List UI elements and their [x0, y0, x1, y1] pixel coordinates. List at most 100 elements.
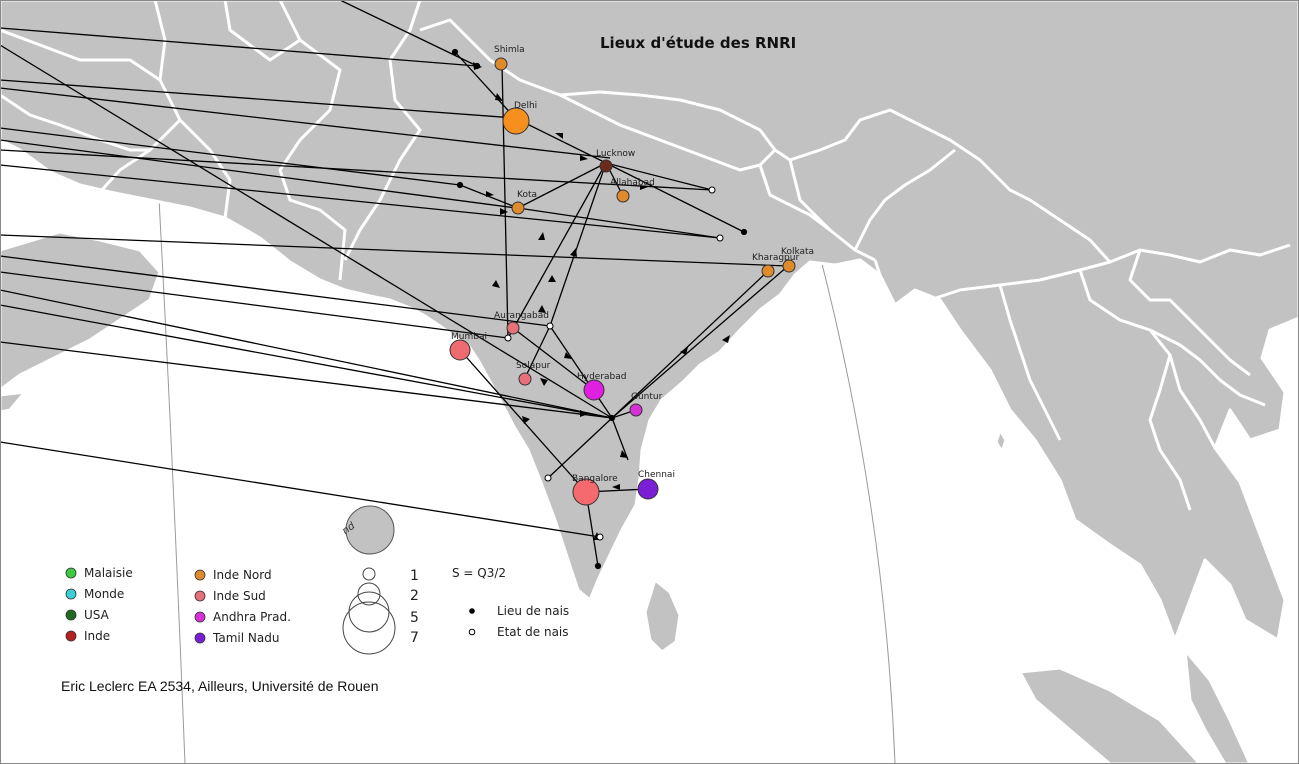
city-label: Shimla	[494, 45, 525, 55]
legend-swatch	[65, 630, 77, 642]
city-label: Kolkata	[781, 247, 814, 257]
city-marker	[511, 201, 525, 215]
city-lucknow[interactable]: Lucknow	[596, 149, 635, 173]
city-aurangabad[interactable]: Aurangabad	[494, 311, 549, 335]
city-solapur[interactable]: Solapur	[516, 361, 551, 386]
city-marker	[637, 478, 659, 500]
legend-label: Malaisie	[84, 566, 133, 580]
city-chennai[interactable]: Chennai	[637, 470, 675, 500]
birthstate-dot	[546, 322, 554, 330]
city-marker	[506, 321, 520, 335]
legend-formula: S = Q3/2	[452, 566, 506, 580]
legend-size-label: 5	[410, 610, 419, 626]
city-allahabad[interactable]: Allahabad	[610, 178, 655, 203]
map-credit: Eric Leclerc EA 2534, Ailleurs, Universi…	[61, 678, 379, 694]
city-label: Bangalore	[572, 474, 618, 484]
legend-label: Monde	[84, 587, 124, 601]
legend-label: Andhra Prad.	[213, 610, 291, 624]
city-marker	[616, 189, 630, 203]
land-andaman	[994, 428, 1008, 454]
birthplace-dot	[594, 562, 602, 570]
legend-birthplace-dot	[469, 608, 475, 614]
birthplace-dot	[456, 181, 464, 189]
legend-size-circle-7	[342, 601, 396, 655]
city-marker	[494, 57, 508, 71]
legend-size-label: 7	[410, 630, 419, 646]
legend-label: Inde	[84, 629, 110, 643]
legend-label: USA	[84, 608, 110, 622]
legend-swatch	[194, 590, 206, 602]
city-label: Kharagpur	[752, 253, 799, 263]
legend-item-malaisie: Malaisie	[65, 566, 133, 580]
map-title: Lieux d'étude des RNRI	[600, 34, 796, 52]
city-label: Lucknow	[596, 149, 635, 159]
legend-birthstate-dot	[468, 628, 476, 636]
legend-points: S = Q3/2 Lieu de nais Etat de nais	[452, 566, 569, 639]
legend-swatch	[65, 588, 77, 600]
city-marker	[518, 372, 532, 386]
legend-item-monde: Monde	[65, 587, 124, 601]
city-bangalore[interactable]: Bangalore	[572, 474, 618, 506]
birthstate-dot	[708, 186, 716, 194]
legend-swatch	[65, 609, 77, 621]
birthplace-dot	[451, 48, 459, 56]
city-shimla[interactable]: Shimla	[494, 45, 525, 71]
city-label: Guntur	[631, 392, 663, 402]
city-marker	[782, 259, 796, 273]
legend-size-circle-5	[348, 591, 390, 633]
land-asia-mainland	[0, 0, 1299, 642]
land-malay-peninsula	[1183, 648, 1252, 764]
legend-label: Tamil Nadu	[212, 631, 279, 645]
country-borders	[0, 0, 1290, 510]
birthstate-dot	[504, 334, 512, 342]
flow-endpoints	[451, 48, 748, 570]
legend-swatch	[194, 611, 206, 623]
legend-swatch	[194, 569, 206, 581]
legend-item-tamil-nadu: Tamil Nadu	[194, 631, 279, 645]
legend-item-usa: USA	[65, 608, 110, 622]
city-marker	[629, 403, 643, 417]
city-hyderabad[interactable]: Hyderabad	[577, 372, 627, 401]
birthplace-dot	[608, 414, 616, 422]
legend-swatch	[65, 567, 77, 579]
city-kota[interactable]: Kota	[511, 190, 537, 215]
city-label: Aurangabad	[494, 311, 549, 321]
city-marker	[572, 478, 600, 506]
legend-size-circle-1	[362, 567, 376, 581]
land-africa-horn	[0, 390, 27, 414]
city-marker	[583, 379, 605, 401]
city-label: Solapur	[516, 361, 551, 371]
land-sumatra	[1018, 666, 1202, 764]
land-sri-lanka	[643, 578, 682, 654]
city-kharagpur[interactable]: Kharagpur	[752, 253, 799, 278]
legend-nd-circle	[345, 505, 395, 555]
legend-size-label: 2	[410, 588, 419, 604]
city-delhi[interactable]: Delhi	[502, 101, 537, 135]
legend-item-inde: Inde	[65, 629, 110, 643]
legend-size-circle-2	[357, 582, 381, 606]
land-arabia	[0, 230, 162, 392]
city-kolkata[interactable]: Kolkata	[781, 247, 814, 273]
legend-label: Inde Sud	[213, 589, 266, 603]
legend-item-inde-sud: Inde Sud	[194, 589, 266, 603]
birthstate-dot	[716, 234, 724, 242]
legend-sizes: nd 1 2 5 7	[340, 505, 419, 655]
birthplace-dot	[740, 228, 748, 236]
birthplace-dot	[473, 62, 481, 70]
city-label: Hyderabad	[577, 372, 627, 382]
legend-size-label: 1	[410, 568, 419, 584]
legend-swatch	[194, 632, 206, 644]
city-marker	[599, 159, 613, 173]
city-label: Mumbai	[451, 332, 487, 342]
city-marker	[502, 107, 530, 135]
city-guntur[interactable]: Guntur	[629, 392, 663, 417]
legend-birthplace-label: Lieu de nais	[497, 604, 569, 618]
legend-categories: Malaisie Monde USA Inde Inde Nord Inde S…	[65, 566, 291, 645]
birthstate-dot	[544, 474, 552, 482]
city-label: Kota	[517, 190, 537, 200]
city-mumbai[interactable]: Mumbai	[449, 332, 487, 361]
legend-item-inde-nord: Inde Nord	[194, 568, 272, 582]
city-label: Chennai	[638, 470, 675, 480]
